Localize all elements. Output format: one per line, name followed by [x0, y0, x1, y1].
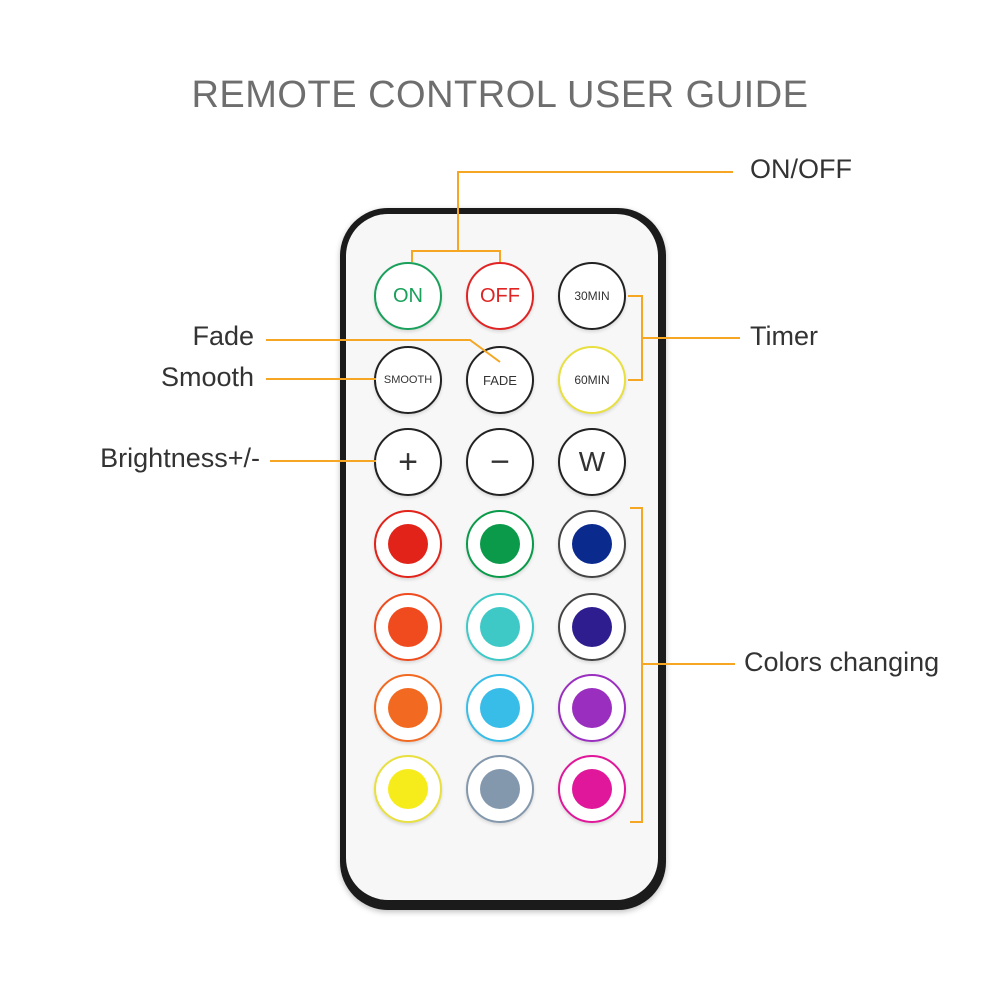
cyan-color-dot-icon — [480, 607, 520, 647]
color-button-blue[interactable] — [558, 510, 626, 578]
color-button-yellow[interactable] — [374, 755, 442, 823]
timer-30min-button[interactable]: 30MIN — [558, 262, 626, 330]
fade-callout-line — [266, 339, 501, 363]
color-button-green[interactable] — [466, 510, 534, 578]
light-blue-color-dot-icon — [480, 688, 520, 728]
color-button-red[interactable] — [374, 510, 442, 578]
on-off-label: ON/OFF — [750, 154, 852, 184]
smooth-button-label: SMOOTH — [383, 374, 433, 386]
color-button-magenta[interactable] — [558, 755, 626, 823]
color-button-purple[interactable] — [558, 674, 626, 742]
color-button-orange-red[interactable] — [374, 593, 442, 661]
colors-changing-label: Colors changing — [744, 647, 940, 677]
white-button-label: W — [578, 446, 606, 477]
color-button-cyan[interactable] — [466, 593, 534, 661]
off-button[interactable]: OFF — [466, 262, 534, 330]
brightness-up-button[interactable]: + — [374, 428, 442, 496]
fade-button-label: FADE — [483, 372, 517, 388]
color-button-light-blue[interactable] — [466, 674, 534, 742]
timer-label: Timer — [750, 321, 818, 351]
brightness-down-button[interactable]: − — [466, 428, 534, 496]
fade-label: Fade — [192, 321, 254, 351]
timer-30min-label: 30MIN — [574, 289, 610, 303]
on-button[interactable]: ON — [374, 262, 442, 330]
on-button-label: ON — [393, 284, 423, 307]
yellow-color-dot-icon — [388, 769, 428, 809]
page-title: REMOTE CONTROL USER GUIDE — [191, 74, 809, 116]
timer-bracket-line — [628, 295, 643, 381]
orange-color-dot-icon — [388, 688, 428, 728]
purple-color-dot-icon — [572, 688, 612, 728]
color-button-gray-blue[interactable] — [466, 755, 534, 823]
magenta-color-dot-icon — [572, 769, 612, 809]
color-button-orange[interactable] — [374, 674, 442, 742]
color-button-indigo[interactable] — [558, 593, 626, 661]
colors-bracket-line — [630, 507, 643, 823]
timer-60min-button[interactable]: 60MIN — [558, 346, 626, 414]
gray-blue-color-dot-icon — [480, 769, 520, 809]
fade-button[interactable]: FADE — [466, 346, 534, 414]
orange-red-color-dot-icon — [388, 607, 428, 647]
smooth-button[interactable]: SMOOTH — [374, 346, 442, 414]
plus-icon: + — [398, 442, 418, 481]
off-button-label: OFF — [480, 284, 520, 307]
on-off-callout-line — [411, 250, 501, 262]
blue-color-dot-icon — [572, 524, 612, 564]
green-color-dot-icon — [480, 524, 520, 564]
on-off-callout-leader — [457, 171, 733, 251]
timer-60min-label: 60MIN — [574, 373, 610, 387]
smooth-label: Smooth — [160, 362, 254, 392]
red-color-dot-icon — [388, 524, 428, 564]
minus-icon: − — [490, 442, 510, 481]
white-button[interactable]: W — [558, 428, 626, 496]
indigo-color-dot-icon — [572, 607, 612, 647]
brightness-label: Brightness+/- — [100, 443, 260, 473]
